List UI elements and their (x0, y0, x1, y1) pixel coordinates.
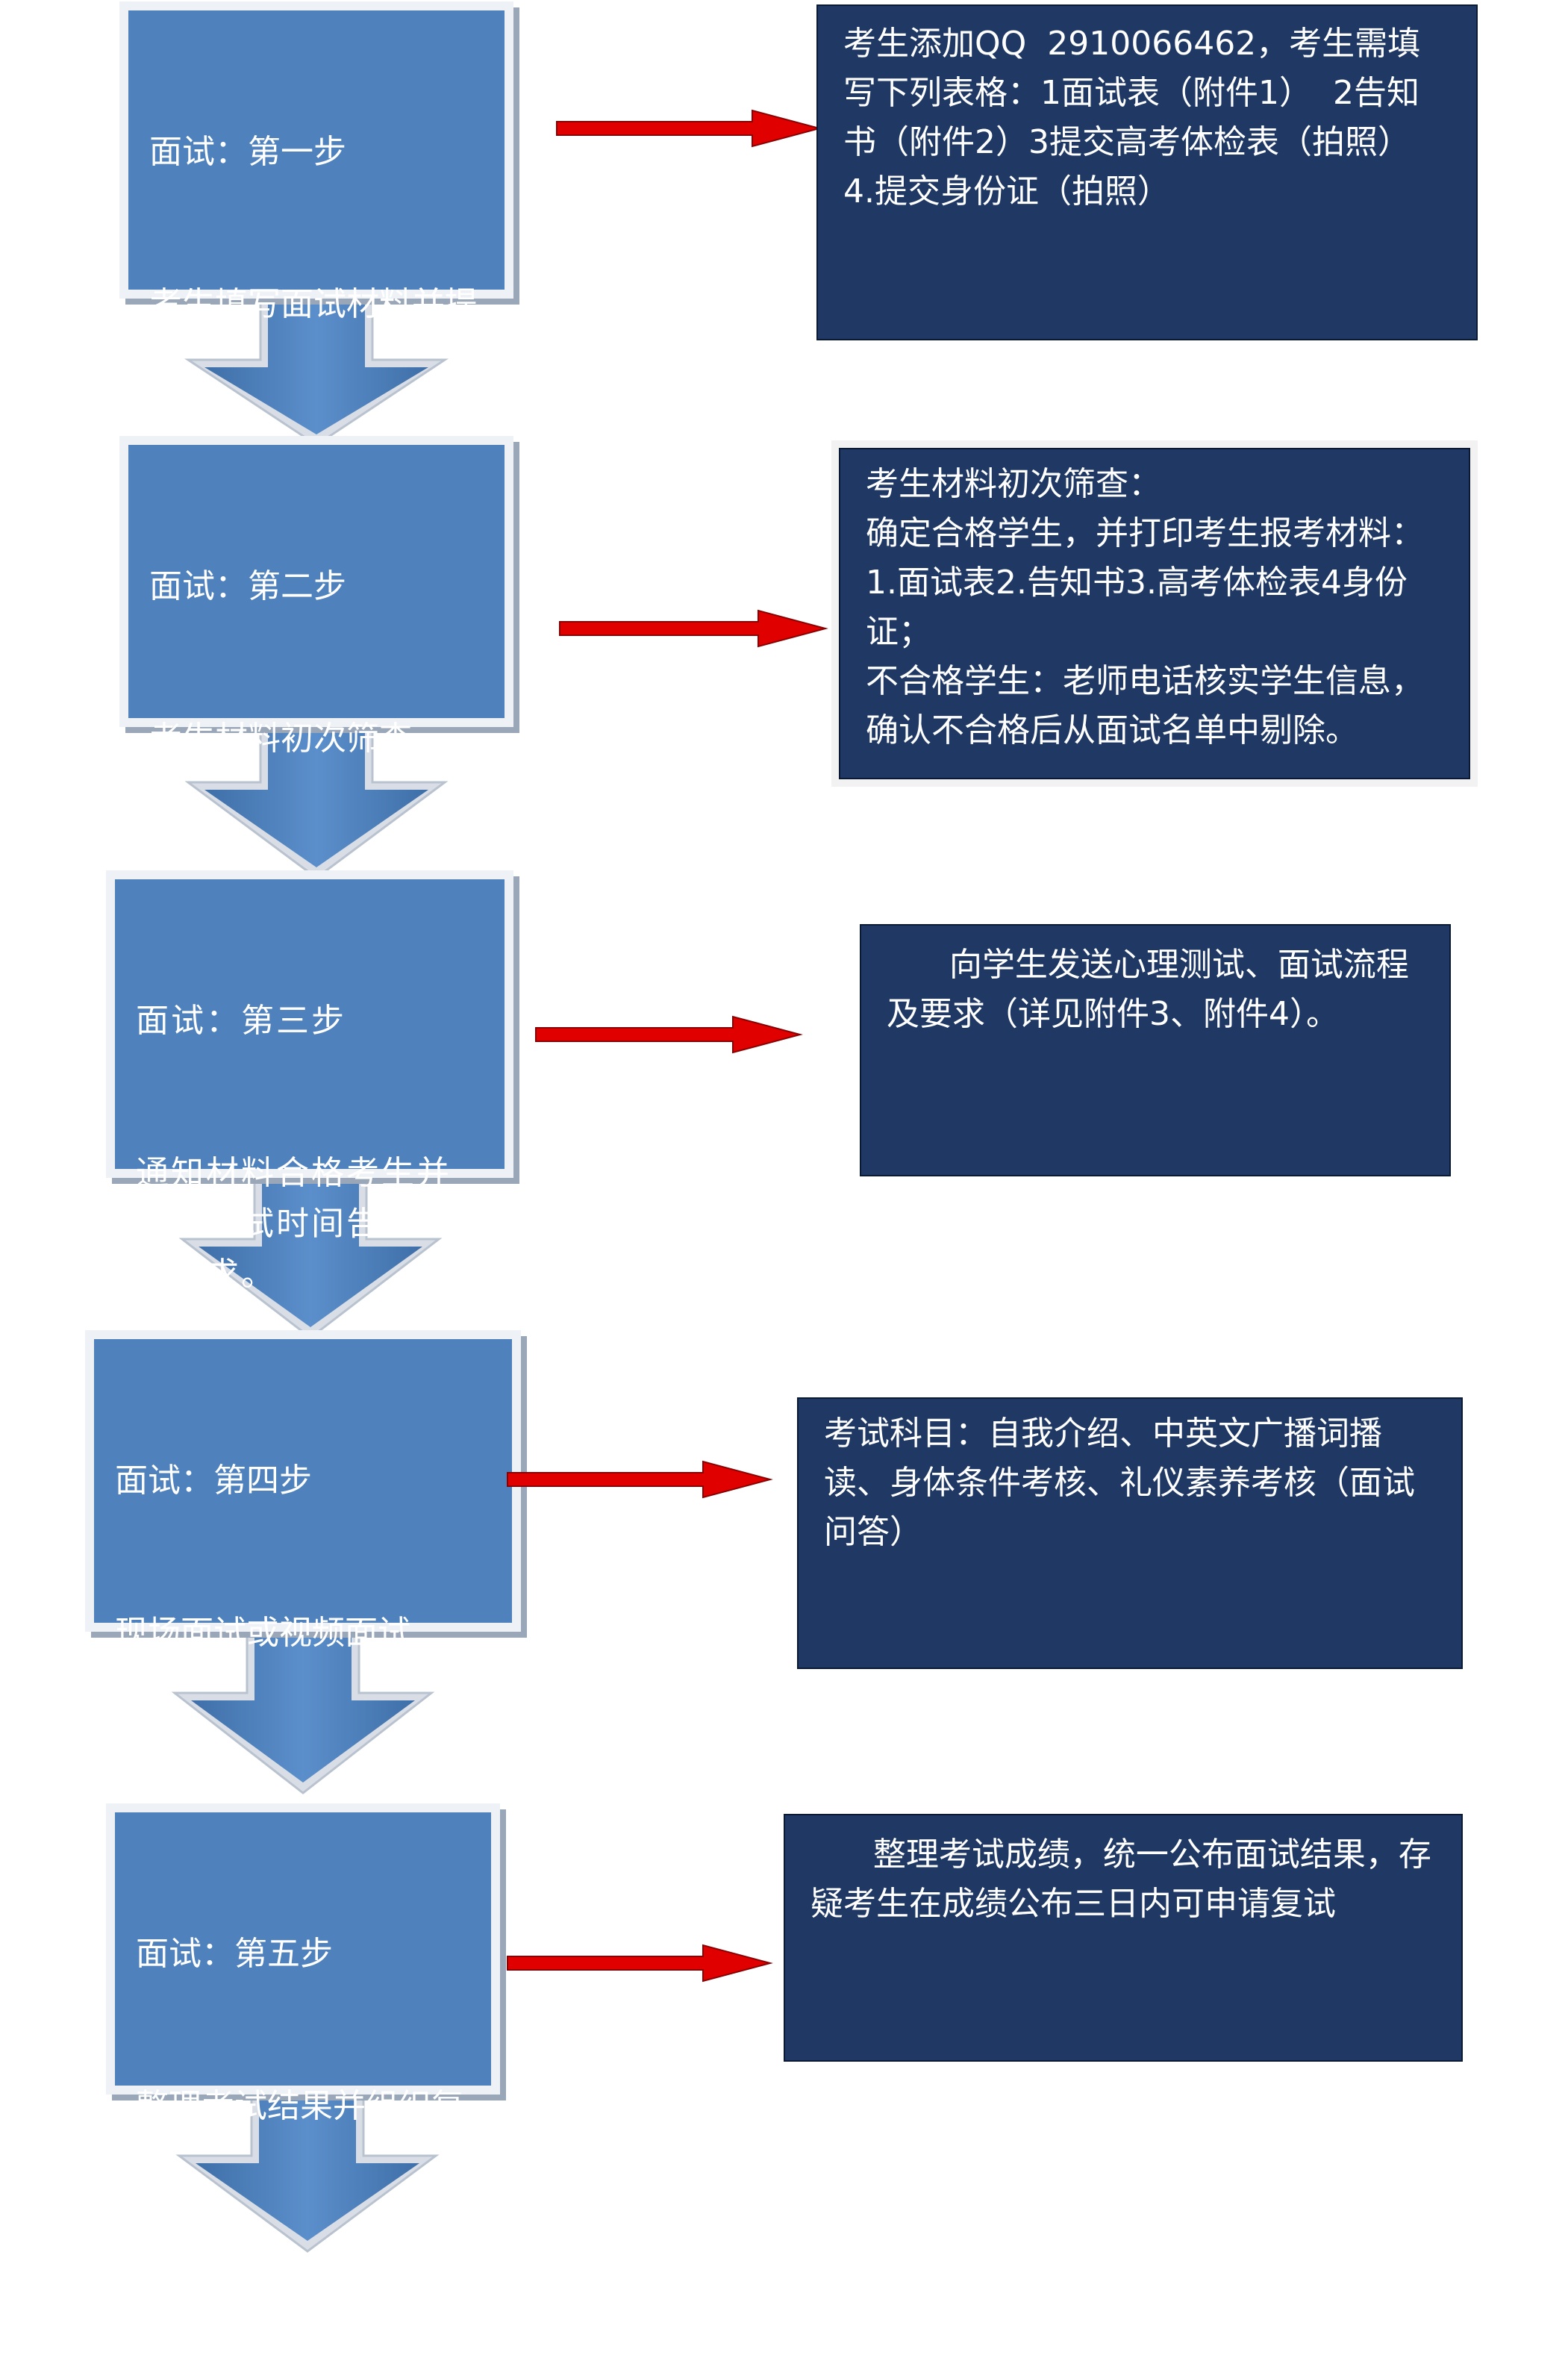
step-4-box: 面试：第四步 现场面试或视频面试 (94, 1339, 509, 1652)
step-3-title: 面试：第三步 (136, 1002, 346, 1040)
step-5-box: 面试：第五步 整理考试结果并组织复试 (115, 1812, 488, 2176)
step-4-detail-box: 考试科目：自我介绍、中英文广播词播读、身体条件考核、礼仪素养考核（面试问答） (797, 1397, 1463, 1669)
step-1-title: 面试：第一步 (149, 133, 346, 171)
step-3-detail-box: 向学生发送心理测试、面试流程及要求（详见附件3、附件4）。 (860, 924, 1451, 1176)
step-3-box: 面试：第三步 通知材料合格考生并预约面试时间告知面试要求。 (115, 879, 502, 1294)
step-5-text: 整理考试结果并组织复试 (136, 2087, 464, 2176)
right-arrow-5 (507, 1944, 773, 1983)
down-arrow-2 (204, 717, 428, 867)
step-5-fill (115, 1812, 491, 2086)
step-2-detail-box: 考生材料初次筛查： 确定合格学生，并打印考生报考材料：1.面试表2.告知书3.高… (831, 440, 1478, 787)
step-4-fill (94, 1339, 512, 1623)
step-2-fill (128, 445, 505, 718)
step-5-detail-box: 整理考试成绩，统一公布面试结果，存疑考生在成绩公布三日内可申请复试 (784, 1814, 1463, 2062)
step-2-title: 面试：第二步 (149, 567, 346, 605)
step-5-title: 面试：第五步 (136, 1935, 333, 1973)
right-arrow-1 (556, 109, 822, 148)
right-arrow-3 (535, 1015, 803, 1054)
step-3-fill (115, 879, 505, 1169)
step-1-detail-box: 考生添加QQ 2910066462，考生需填写下列表格：1面试表（附件1） 2告… (816, 4, 1478, 340)
down-arrow-1 (204, 284, 428, 434)
step-4-title: 面试：第四步 (115, 1462, 312, 1500)
down-arrow-5 (196, 2083, 419, 2241)
step-1-text: 考生填写面试材料并提交 (149, 285, 478, 374)
step-1-box: 面试：第一步 考生填写面试材料并提交 (128, 10, 502, 374)
step-2-text: 考生材料初次筛查。 (149, 720, 445, 758)
right-arrow-4 (507, 1460, 773, 1499)
step-1-fill (128, 10, 505, 290)
down-arrow-4 (191, 1620, 415, 1783)
right-arrow-2 (559, 609, 828, 648)
step-2-box: 面试：第二步 考生材料初次筛查。 (128, 445, 502, 758)
step-4-text: 现场面试或视频面试 (115, 1614, 410, 1652)
down-arrow-3 (199, 1164, 422, 1327)
step-3-text: 通知材料合格考生并预约面试时间告知面试要求。 (136, 1154, 452, 1294)
